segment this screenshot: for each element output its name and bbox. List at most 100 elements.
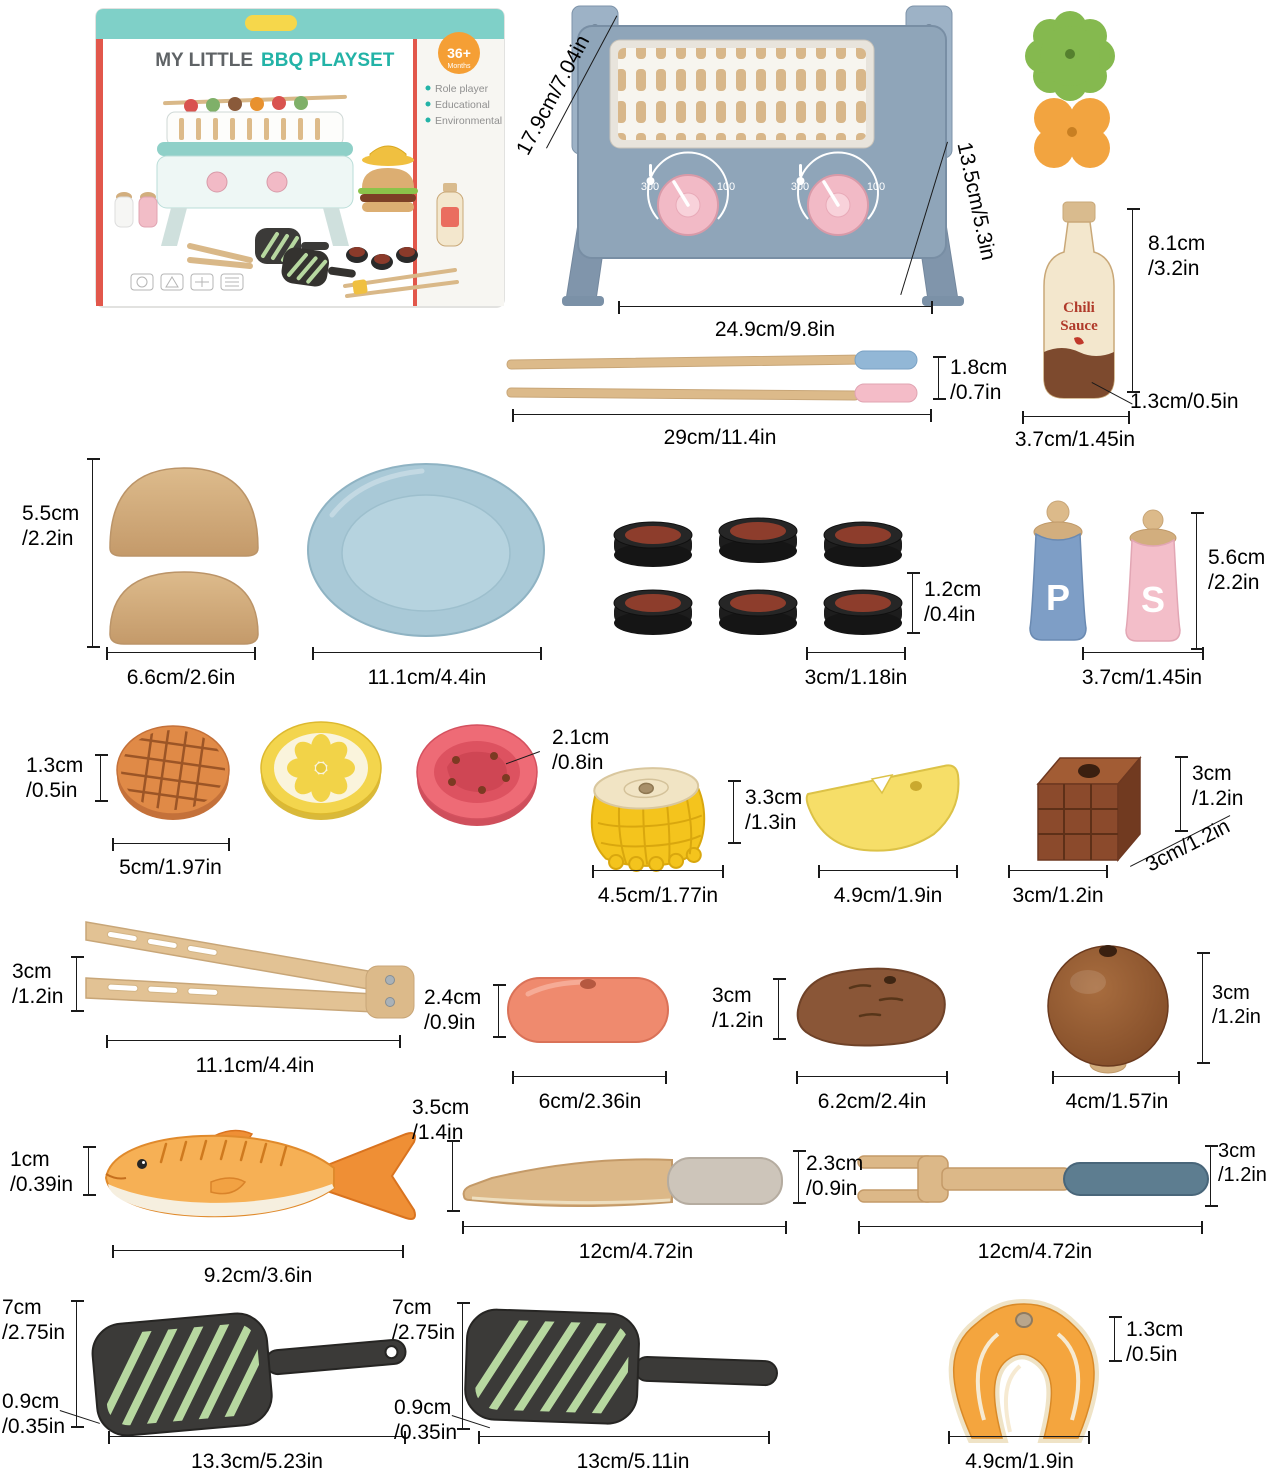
dim-fork-thickness: 2.3cm /0.9in (806, 1152, 864, 1200)
chocolate-cube (1036, 755, 1142, 863)
fish (104, 1129, 416, 1220)
onion-hole (1099, 945, 1117, 957)
dim-shaker-height: 5.6cm /2.2in (1208, 546, 1266, 594)
box-art-skewers (343, 268, 459, 298)
dim-potato-height: 3cm /1.2in (712, 984, 764, 1032)
dim-patty-thickness: 1.2cm /0.4in (924, 578, 982, 626)
dim-knife-height: 3.5cm /1.4in (412, 1096, 470, 1144)
dim-pan2-width: 7cm /2.75in (392, 1296, 456, 1344)
dim-patty-width: 3cm/1.18in (804, 666, 908, 689)
knife (462, 1157, 783, 1207)
box-left-edge (96, 39, 103, 306)
measure-line-potato-height (772, 978, 786, 1040)
measure-line-bottle-height (1126, 208, 1140, 393)
grill-pan-2 (464, 1308, 778, 1425)
measure-line-slice-width (112, 837, 230, 851)
certification-icons (130, 273, 244, 291)
dim-fish-length: 9.2cm/3.6in (203, 1264, 313, 1287)
dim-corn-width: 4.5cm/1.77in (597, 884, 719, 907)
skewer-blue-handle (854, 350, 918, 370)
box-side-panel (415, 39, 504, 306)
measure-line-knife-length (462, 1220, 787, 1234)
potato-hole (884, 976, 896, 984)
dim-fish-thickness: 1cm /0.39in (10, 1148, 74, 1196)
measure-line-patty-thickness (906, 572, 920, 634)
bottle-label-1: Chili (1063, 300, 1095, 316)
box-art-burger (358, 145, 418, 212)
box-art-shakers (114, 192, 158, 228)
measure-line-fork-height (1204, 1145, 1218, 1207)
measure-line-slice-thickness (94, 754, 108, 802)
measure-line-bun-height (86, 458, 100, 648)
dim-tongs-length: 11.1cm/4.4in (195, 1054, 315, 1077)
bottle-label-2: Sauce (1060, 318, 1098, 334)
cheese-wedge (805, 764, 960, 852)
svg-text:Environmental: Environmental (435, 115, 502, 127)
dim-bottle-width: 3.7cm/1.45in (1014, 428, 1136, 451)
bun-bottom (109, 571, 259, 645)
box-logo (245, 15, 297, 31)
measure-line-onion-width (1052, 1070, 1180, 1084)
lettuce-hole (1065, 49, 1075, 59)
salt-shaker: S (1125, 509, 1181, 642)
box-art-paddles (255, 228, 356, 287)
measure-line-pan1-width (70, 1300, 84, 1428)
salmon-flesh (953, 1303, 1095, 1439)
bun-top (109, 467, 259, 557)
svg-text:300: 300 (641, 181, 659, 193)
dim-bun-height: 5.5cm /2.2in (22, 502, 80, 550)
dim-bun-width: 6.6cm/2.6in (126, 666, 236, 689)
measure-line-bottle-width (1022, 410, 1130, 424)
lettuce-slice (1025, 11, 1115, 101)
dim-corn-height: 3.3cm /1.3in (745, 786, 803, 834)
pan1-handle (264, 1338, 407, 1376)
svg-text:100: 100 (717, 181, 735, 193)
measure-line-sausage-length (512, 1070, 667, 1084)
fish-eye (137, 1159, 147, 1169)
fork-shaft (941, 1167, 1071, 1191)
svg-text:P: P (1046, 577, 1070, 618)
svg-text:100: 100 (867, 181, 885, 193)
knife-handle (667, 1157, 783, 1205)
measure-line-fish-thickness (82, 1146, 96, 1196)
burger-bun (109, 467, 259, 645)
salmon-steak (948, 1298, 1099, 1443)
skewer-pink-handle (854, 383, 918, 403)
dim-slice2-thickness: 2.1cm /0.8in (552, 726, 610, 774)
measure-line-salmon-width (948, 1430, 1090, 1444)
measure-line-cube-height (1174, 756, 1188, 832)
box-bullets: Role player Educational Environmental (425, 83, 502, 127)
measure-line-pan2-width (456, 1302, 470, 1430)
measure-line-skewer-thickness (932, 356, 946, 400)
dim-slice-thickness: 1.3cm /0.5in (26, 754, 84, 802)
dim-bottle-base: 1.3cm/0.5in (1130, 390, 1239, 413)
svg-text:Educational: Educational (435, 99, 490, 111)
svg-text:36+: 36+ (447, 45, 471, 61)
dim-skewer-thickness: 1.8cm /0.7in (950, 356, 1008, 404)
grill-knob-left: 300 100 (641, 151, 735, 236)
dim-onion-height: 3cm /1.2in (1212, 982, 1261, 1028)
dim-fork-length: 12cm/4.72in (977, 1240, 1093, 1263)
dim-pan2-length: 13cm/5.11in (576, 1450, 690, 1473)
dim-pan1-width: 7cm /2.75in (2, 1296, 66, 1344)
dim-cheese-width: 4.9cm/1.9in (833, 884, 943, 907)
measure-line-tongs-height (70, 956, 84, 1012)
box-top-flap (96, 9, 504, 39)
tongs-hinge (365, 965, 415, 1019)
burger-patties (613, 517, 903, 636)
sausage-hole (580, 979, 596, 989)
bbq-fork (857, 1155, 1209, 1203)
box-art-patties (346, 247, 418, 270)
measure-line-bun-width (106, 646, 256, 660)
plate (307, 463, 545, 637)
dim-potato-length: 6.2cm/2.4in (817, 1090, 927, 1113)
dim-skewer-length: 29cm/11.4in (663, 426, 777, 449)
dim-pan1-thickness: 0.9cm /0.35in (2, 1390, 66, 1438)
pan2-handle (634, 1355, 778, 1387)
cheese-notch (870, 773, 894, 795)
fish-belly (108, 1184, 334, 1217)
lemon-slice (260, 721, 382, 820)
measure-line-knife-height (446, 1140, 460, 1212)
measure-line-grill-width (618, 300, 933, 314)
